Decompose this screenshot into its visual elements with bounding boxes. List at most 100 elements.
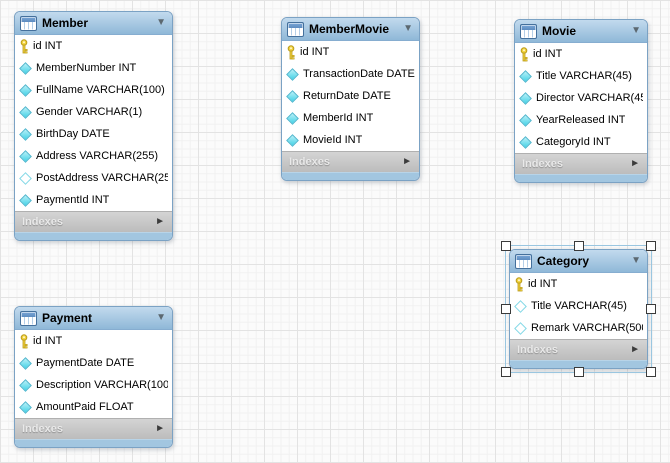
- field-row[interactable]: PaymentDate DATE: [15, 352, 172, 374]
- expand-arrow-icon[interactable]: ►: [155, 216, 165, 227]
- field-row[interactable]: YearReleased INT: [515, 109, 647, 131]
- selection-handle-ne[interactable]: [646, 241, 656, 251]
- table-bottom-strip: [15, 232, 172, 240]
- field-row[interactable]: id INT: [515, 43, 647, 65]
- field-label: PostAddress VARCHAR(255): [36, 172, 168, 184]
- field-row[interactable]: Description VARCHAR(100): [15, 374, 172, 396]
- field-label: Gender VARCHAR(1): [36, 106, 143, 118]
- expand-arrow-icon[interactable]: ►: [630, 344, 640, 355]
- diamond-filled-icon: [286, 111, 299, 125]
- indexes-label: Indexes: [517, 344, 558, 356]
- field-row[interactable]: MemberNumber INT: [15, 57, 172, 79]
- table-bottom-strip: [15, 439, 172, 447]
- field-row[interactable]: id INT: [282, 41, 419, 63]
- table-node-category[interactable]: Category ▼ id INT Title VARCHAR(45) Remark…: [501, 241, 656, 377]
- field-row[interactable]: id INT: [15, 35, 172, 57]
- field-label: Title VARCHAR(45): [531, 300, 627, 312]
- collapse-arrow-icon[interactable]: ▼: [403, 23, 413, 34]
- collapse-arrow-icon[interactable]: ▼: [156, 17, 166, 28]
- indexes-footer[interactable]: Indexes ►: [15, 418, 172, 439]
- field-row[interactable]: Title VARCHAR(45): [510, 295, 647, 317]
- field-row[interactable]: id INT: [510, 273, 647, 295]
- diamond-filled-icon: [519, 113, 532, 127]
- field-row[interactable]: FullName VARCHAR(100): [15, 79, 172, 101]
- table-header[interactable]: Member ▼: [15, 12, 172, 35]
- table-icon: [20, 15, 37, 31]
- field-label: PaymentId INT: [36, 194, 110, 206]
- selection-handle-e[interactable]: [646, 304, 656, 314]
- table-header[interactable]: MemberMovie ▼: [282, 18, 419, 41]
- expand-arrow-icon[interactable]: ►: [630, 158, 640, 169]
- field-row[interactable]: MemberId INT: [282, 107, 419, 129]
- key-icon: [19, 38, 29, 54]
- indexes-footer[interactable]: Indexes ►: [15, 211, 172, 232]
- field-row[interactable]: Address VARCHAR(255): [15, 145, 172, 167]
- diamond-hollow-icon: [514, 299, 527, 313]
- field-row[interactable]: BirthDay DATE: [15, 123, 172, 145]
- selection-handle-nw[interactable]: [501, 241, 511, 251]
- table-node-movie[interactable]: Movie ▼ id INT Title VARCHAR(45) Director …: [514, 19, 648, 183]
- table-node-payment[interactable]: Payment ▼ id INT PaymentDate DATE Descript…: [14, 306, 173, 448]
- table-icon: [20, 310, 37, 326]
- expand-arrow-icon[interactable]: ►: [402, 156, 412, 167]
- table-columns: id INT Title VARCHAR(45) Remark VARCHAR(50…: [510, 273, 647, 339]
- collapse-arrow-icon[interactable]: ▼: [156, 312, 166, 323]
- diamond-filled-icon: [19, 105, 32, 119]
- field-row[interactable]: Remark VARCHAR(500): [510, 317, 647, 339]
- field-label: Title VARCHAR(45): [536, 70, 632, 82]
- selection-handle-s[interactable]: [573, 367, 584, 377]
- expand-arrow-icon[interactable]: ►: [155, 423, 165, 434]
- field-label: MovieId INT: [303, 134, 363, 146]
- collapse-arrow-icon[interactable]: ▼: [631, 255, 641, 266]
- indexes-footer[interactable]: Indexes ►: [515, 153, 647, 174]
- diamond-filled-icon: [519, 135, 532, 149]
- table-title: MemberMovie: [309, 22, 390, 36]
- field-row[interactable]: Director VARCHAR(45): [515, 87, 647, 109]
- field-row[interactable]: ReturnDate DATE: [282, 85, 419, 107]
- key-icon: [286, 44, 296, 60]
- table-header[interactable]: Movie ▼: [515, 20, 647, 43]
- table-bottom-strip: [282, 172, 419, 180]
- selection-handle-n[interactable]: [573, 241, 584, 251]
- field-row[interactable]: Title VARCHAR(45): [515, 65, 647, 87]
- field-row[interactable]: id INT: [15, 330, 172, 352]
- diamond-filled-icon: [286, 67, 299, 81]
- key-icon: [514, 276, 524, 292]
- table-header[interactable]: Payment ▼: [15, 307, 172, 330]
- field-row[interactable]: Gender VARCHAR(1): [15, 101, 172, 123]
- diamond-filled-icon: [19, 83, 32, 97]
- field-row[interactable]: PaymentId INT: [15, 189, 172, 211]
- selection-handle-sw[interactable]: [501, 367, 511, 377]
- field-row[interactable]: PostAddress VARCHAR(255): [15, 167, 172, 189]
- field-label: id INT: [533, 48, 563, 60]
- indexes-label: Indexes: [22, 216, 63, 228]
- field-row[interactable]: CategoryId INT: [515, 131, 647, 153]
- indexes-label: Indexes: [522, 158, 563, 170]
- field-row[interactable]: MovieId INT: [282, 129, 419, 151]
- table-title: Member: [42, 16, 89, 30]
- diamond-filled-icon: [519, 69, 532, 83]
- indexes-footer[interactable]: Indexes ►: [282, 151, 419, 172]
- field-label: CategoryId INT: [536, 136, 611, 148]
- indexes-footer[interactable]: Indexes ►: [510, 339, 647, 360]
- field-label: Address VARCHAR(255): [36, 150, 159, 162]
- field-label: PaymentDate DATE: [36, 357, 135, 369]
- field-row[interactable]: AmountPaid FLOAT: [15, 396, 172, 418]
- field-label: Description VARCHAR(100): [36, 379, 168, 391]
- field-row[interactable]: TransactionDate DATE: [282, 63, 419, 85]
- table-title: Payment: [42, 311, 93, 325]
- collapse-arrow-icon[interactable]: ▼: [631, 25, 641, 36]
- diamond-filled-icon: [19, 61, 32, 75]
- selection-handle-w[interactable]: [501, 304, 511, 314]
- field-label: Remark VARCHAR(500): [531, 322, 643, 334]
- indexes-label: Indexes: [22, 423, 63, 435]
- field-label: ReturnDate DATE: [303, 90, 391, 102]
- table-bottom-strip: [510, 360, 647, 368]
- selection-handle-se[interactable]: [646, 367, 656, 377]
- table-header[interactable]: Category ▼: [510, 250, 647, 273]
